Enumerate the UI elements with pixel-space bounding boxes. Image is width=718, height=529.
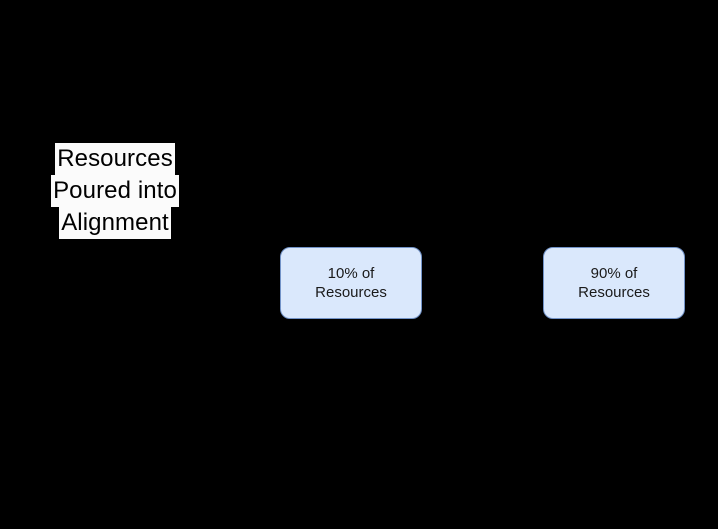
label-resources-poured-into-alignment: Resources Poured into Alignment (24, 143, 206, 239)
label-line-1: Resources (55, 143, 175, 175)
node-ten-percent-resources[interactable]: 10% of Resources (280, 247, 422, 319)
node-ten-percent-label: 10% of Resources (315, 265, 387, 301)
node-ninety-percent-resources[interactable]: 90% of Resources (543, 247, 685, 319)
node-ninety-percent-label: 90% of Resources (578, 265, 650, 301)
label-line-3: Alignment (59, 207, 171, 239)
label-line-2: Poured into (51, 175, 179, 207)
